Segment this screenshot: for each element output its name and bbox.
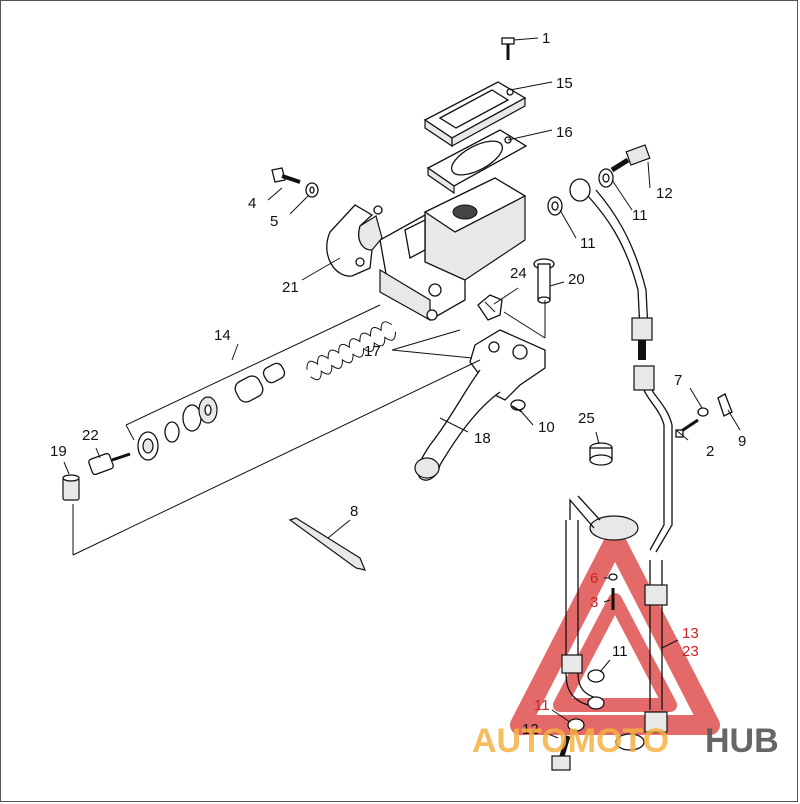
callout-10: 10	[538, 419, 555, 436]
part-washer-11-bottom-b	[567, 718, 585, 732]
callout-18: 18	[474, 430, 491, 447]
callout-labels: 1 15 16 12 11 11 4 5 21 24 20 14 17 7 2 …	[50, 30, 746, 738]
callout-12-top: 12	[656, 185, 673, 202]
callout-7: 7	[674, 372, 682, 389]
part-master-cylinder-body	[379, 177, 527, 322]
watermark-logo: AUTOMOTO HUB	[472, 722, 779, 760]
part-cup-14	[262, 362, 286, 384]
part-washer-11-top-a	[598, 168, 614, 188]
callout-11-top-a: 11	[632, 207, 648, 224]
part-clip-10	[510, 399, 526, 413]
callout-21: 21	[282, 279, 299, 296]
part-gasket-16	[426, 129, 528, 195]
callout-9: 9	[738, 433, 746, 450]
callout-17: 17	[364, 343, 381, 360]
part-bushing-25	[589, 442, 613, 466]
part-washer-5	[305, 182, 319, 198]
part-24	[477, 294, 503, 321]
part-22	[88, 452, 131, 476]
part-cover-15	[423, 81, 527, 148]
callout-2: 2	[706, 443, 714, 460]
callout-22: 22	[82, 427, 99, 444]
callout-19: 19	[50, 443, 67, 460]
part-bolt-4	[271, 167, 301, 184]
callout-14: 14	[214, 327, 231, 344]
part-lever-18	[414, 329, 546, 481]
callout-20: 20	[568, 271, 585, 288]
callout-4: 4	[248, 195, 256, 212]
callout-6: 6	[590, 570, 598, 587]
callout-8: 8	[350, 503, 358, 520]
part-tie-strap-8	[288, 517, 366, 571]
part-brake-line	[561, 178, 673, 751]
callout-11-top-b: 11	[580, 235, 596, 252]
part-washer-7	[697, 407, 709, 417]
callout-25: 25	[578, 410, 595, 427]
callout-24: 24	[510, 265, 527, 282]
callout-1: 1	[542, 30, 550, 47]
callout-13: 13	[682, 625, 699, 642]
part-screw-2	[675, 418, 699, 438]
part-piston-14	[234, 375, 264, 403]
part-screw-1	[501, 37, 515, 60]
part-washer-11-top-b	[547, 196, 563, 216]
part-seal-14	[137, 396, 218, 461]
part-banjo-bolt-12-top	[610, 144, 651, 173]
callout-15: 15	[556, 75, 573, 92]
callout-11-bottom-b: 11	[534, 697, 550, 714]
part-banjo-bolt-12-bottom	[551, 735, 571, 771]
callout-3: 3	[590, 594, 598, 611]
callout-5: 5	[270, 213, 278, 230]
part-pivot-bolt-20	[533, 258, 555, 304]
callout-23: 23	[682, 643, 699, 660]
part-washer-6	[608, 573, 618, 581]
leader-lines	[63, 37, 741, 739]
callout-16: 16	[556, 124, 573, 141]
watermark-text-automoto: AUTOMOTO	[472, 722, 669, 760]
callout-11-bottom-a: 11	[612, 643, 628, 660]
watermark-text-hub: HUB	[705, 722, 779, 760]
part-spring-14	[306, 321, 396, 381]
part-19	[62, 474, 80, 501]
part-washer-11-bottom-a	[587, 669, 605, 683]
callout-12-bottom: 12	[522, 721, 539, 738]
part-clamp-21	[326, 204, 383, 277]
